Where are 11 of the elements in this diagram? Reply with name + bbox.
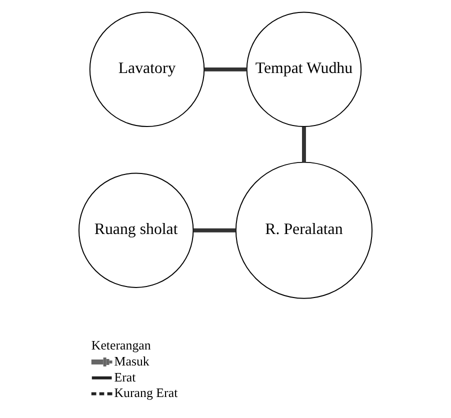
connector xyxy=(193,228,236,232)
legend-label: Kurang Erat xyxy=(114,385,178,400)
legend-label: Masuk xyxy=(114,353,150,368)
legend-label: Erat xyxy=(114,369,136,384)
node-circle: Lavatory xyxy=(89,12,205,128)
node-circle: Ruang sholat xyxy=(78,172,194,288)
node-circle: Tempat Wudhu xyxy=(246,12,362,128)
connector xyxy=(302,126,306,162)
node-circle: R. Peralatan xyxy=(235,162,373,299)
label: Keterangan xyxy=(91,337,151,352)
connector xyxy=(204,67,247,72)
